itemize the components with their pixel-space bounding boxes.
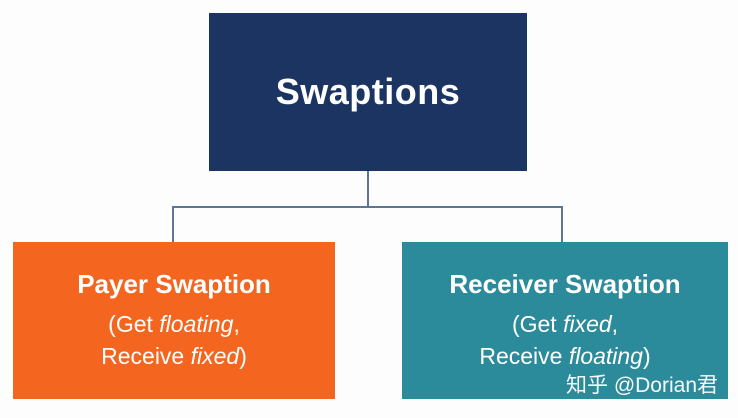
receiver-node-line2: (Get fixed, bbox=[511, 311, 619, 338]
connector-stem-line bbox=[367, 171, 369, 206]
receiver-node-title: Receiver Swaption bbox=[449, 269, 681, 300]
payer-node-title: Payer Swaption bbox=[77, 269, 271, 300]
zhihu-watermark: 知乎 @Dorian君 bbox=[565, 374, 718, 397]
root-node-swaptions: Swaptions bbox=[209, 13, 527, 171]
child-node-payer-swaption: Payer Swaption (Get floating, Receive fi… bbox=[13, 242, 335, 399]
root-node-title: Swaptions bbox=[275, 71, 461, 112]
receiver-node-line3: Receive floating) bbox=[479, 342, 651, 369]
payer-node-line3: Receive fixed) bbox=[101, 342, 247, 369]
child-node-receiver-swaption: Receiver Swaption (Get fixed, Receive fl… bbox=[402, 242, 728, 399]
connector-bracket-line bbox=[172, 206, 563, 242]
payer-node-line2: (Get floating, bbox=[108, 311, 240, 338]
